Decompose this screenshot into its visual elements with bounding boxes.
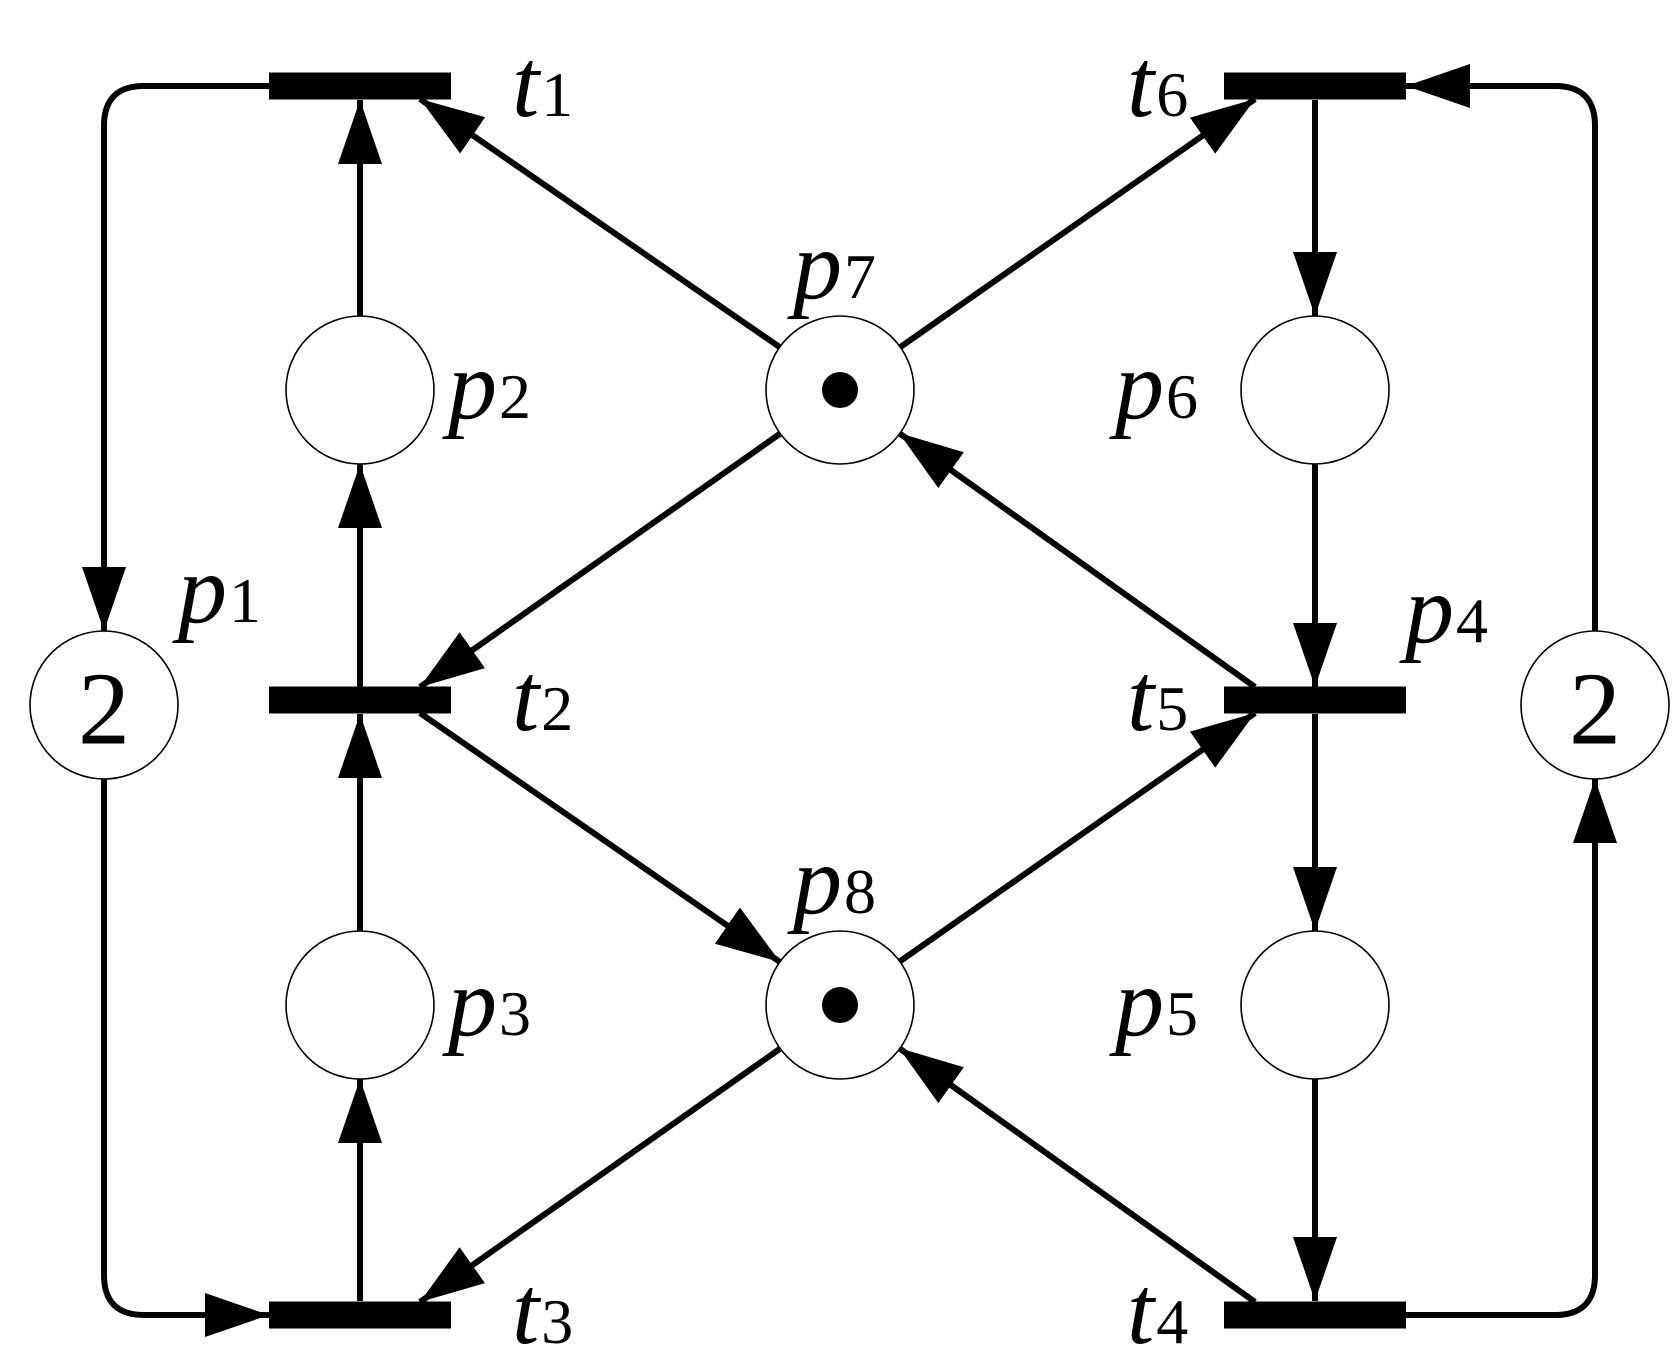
place-circle-p5 [1240,930,1390,1080]
label-sub-p6: 6 [1166,361,1198,432]
transition-t2 [269,686,451,714]
arc-p7-t6 [897,96,1257,351]
arc-p7-t1 [418,96,783,351]
transition-t6 [1224,72,1406,100]
place-p3 [285,930,435,1080]
arcs-layer [82,64,1617,1337]
place-p2 [285,315,435,465]
label-main-p3: p [442,949,497,1057]
label-sub-t2: 2 [541,673,573,744]
label-sub-t1: 1 [541,59,573,130]
label-p3: p3 [442,949,531,1057]
label-main-p5: p [1109,949,1164,1057]
label-p6: p6 [1109,332,1198,440]
arc-t5-p7 [897,430,1257,690]
label-main-p6: p [1109,332,1164,440]
label-t5: t5 [1127,644,1188,752]
transition-t3 [269,1301,451,1329]
label-main-t3: t [512,1257,542,1363]
arc-p1-t3 [101,779,269,1337]
label-p8: p8 [787,827,876,935]
label-p2: p2 [442,332,531,440]
label-sub-p8: 8 [844,856,876,927]
label-sub-t5: 5 [1156,673,1188,744]
token-dot [822,987,858,1023]
label-sub-p5: 5 [1166,978,1198,1049]
label-p5: p5 [1109,949,1198,1057]
label-main-p2: p [442,332,497,440]
label-p7: p7 [787,212,876,320]
label-sub-p2: 2 [499,361,531,432]
label-sub-t6: 6 [1156,59,1188,130]
place-circle-p2 [285,315,435,465]
label-t4: t4 [1127,1257,1188,1363]
label-main-t6: t [1127,30,1157,138]
place-p7 [765,315,915,465]
transition-t1 [269,72,451,100]
arc-t2-p8 [418,710,782,965]
label-main-t4: t [1127,1257,1157,1363]
label-main-p4: p [1399,556,1454,664]
label-sub-p7: 7 [844,241,876,312]
label-sub-p4: 4 [1456,585,1488,656]
place-p4: 2 [1520,630,1670,780]
place-circle-p3 [285,930,435,1080]
label-sub-t3: 3 [541,1286,573,1357]
label-main-p7: p [787,212,842,320]
label-main-t5: t [1127,644,1157,752]
transition-t5 [1224,686,1406,714]
arc-t4-p8 [897,1045,1257,1305]
label-sub-p3: 3 [499,978,531,1049]
label-t1: t1 [512,30,573,138]
arc-p4-t6 [1406,64,1598,631]
label-t2: t2 [512,644,573,752]
label-p4: p4 [1399,556,1488,664]
token-dot [822,372,858,408]
label-main-p1: p [172,536,227,644]
label-main-t1: t [512,30,542,138]
transition-t4 [1224,1301,1406,1329]
label-t3: t3 [512,1257,573,1363]
label-sub-t4: 4 [1156,1286,1188,1357]
label-t6: t6 [1127,30,1188,138]
token-count-p1: 2 [78,652,130,767]
label-p1: p1 [172,536,261,644]
place-p5 [1240,930,1390,1080]
place-circle-p1 [29,630,179,780]
arc-p7-t2 [418,430,783,690]
token-count-p4: 2 [1569,652,1621,767]
arc-p8-t3 [418,1045,783,1305]
place-circle-p4 [1520,630,1670,780]
place-p6 [1240,315,1390,465]
arc-t4-p4 [1406,779,1617,1318]
label-sub-p1: 1 [229,565,261,636]
arc-p8-t5 [897,710,1257,965]
place-p1: 2 [29,630,179,780]
place-circle-p6 [1240,315,1390,465]
label-main-t2: t [512,644,542,752]
label-main-p8: p [787,827,842,935]
arc-t1-p1 [82,83,269,631]
place-p8 [765,930,915,1080]
